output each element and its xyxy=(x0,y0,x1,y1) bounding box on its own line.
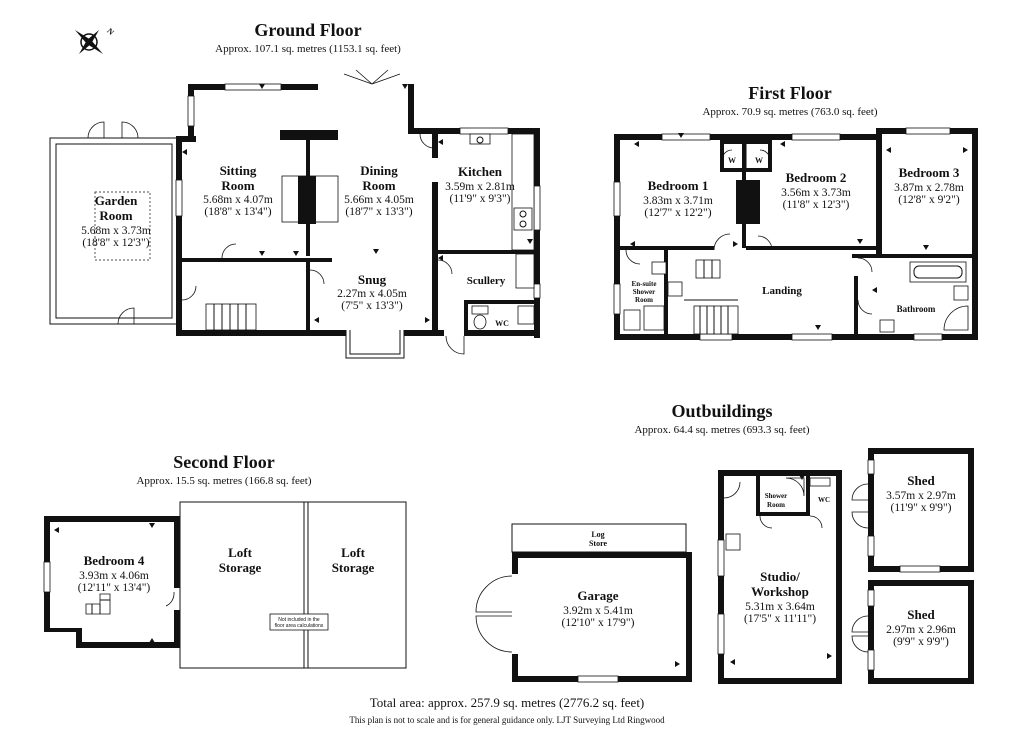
svg-text:(7'5" x 13'3"): (7'5" x 13'3") xyxy=(341,300,403,312)
room-bedroom-2: Bedroom 2 3.56m x 3.73m (11'8" x 12'3") xyxy=(781,170,851,211)
svg-text:Room: Room xyxy=(635,296,653,304)
ground-floor-area: Approx. 107.1 sq. metres (1153.1 sq. fee… xyxy=(215,43,401,55)
room-snug: Snug 2.27m x 4.05m (7'5" x 13'3") xyxy=(337,272,407,312)
svg-text:Sitting: Sitting xyxy=(220,163,257,178)
outbuildings-plan xyxy=(475,448,974,684)
svg-text:En-suite: En-suite xyxy=(632,280,657,288)
second-floor-plan xyxy=(43,501,407,669)
room-studio-wc: WC xyxy=(818,496,830,504)
svg-text:(9'9" x 9'9"): (9'9" x 9'9") xyxy=(893,636,949,648)
svg-text:(11'9" x 9'3"): (11'9" x 9'3") xyxy=(449,193,510,205)
svg-text:Not included in the: Not included in the xyxy=(278,617,320,623)
svg-text:(11'8" x 12'3"): (11'8" x 12'3") xyxy=(783,199,850,211)
svg-text:3.57m x 2.97m: 3.57m x 2.97m xyxy=(886,490,956,502)
svg-text:Shed: Shed xyxy=(907,607,935,622)
svg-text:Snug: Snug xyxy=(358,272,387,287)
svg-text:Shower: Shower xyxy=(633,288,656,296)
disclaimer: This plan is not to scale and is for gen… xyxy=(349,715,665,725)
svg-text:5.68m x 4.07m: 5.68m x 4.07m xyxy=(203,194,273,206)
room-shed-2: Shed 2.97m x 2.96m (9'9" x 9'9") xyxy=(886,607,956,648)
svg-text:Bedroom 2: Bedroom 2 xyxy=(786,170,847,185)
svg-text:Garage: Garage xyxy=(577,588,618,603)
svg-text:Room: Room xyxy=(362,178,395,193)
second-floor-title: Second Floor xyxy=(173,452,275,472)
svg-text:Bedroom 4: Bedroom 4 xyxy=(84,553,145,568)
room-log-store: Log Store xyxy=(589,530,608,548)
svg-text:(12'10" x 17'9"): (12'10" x 17'9") xyxy=(562,617,635,629)
room-studio-shower: Shower Room xyxy=(765,492,788,509)
area-exclusion-note: Not included in the floor area calculati… xyxy=(275,617,324,629)
svg-text:Shower: Shower xyxy=(765,492,788,500)
svg-text:Garden: Garden xyxy=(95,193,138,208)
room-garden-room: Garden Room 5.68m x 3.73m (18'8" x 12'3"… xyxy=(81,193,151,249)
svg-text:(18'8" x 12'3"): (18'8" x 12'3") xyxy=(82,237,149,249)
svg-text:(12'7" x 12'2"): (12'7" x 12'2") xyxy=(644,207,711,219)
svg-text:Loft: Loft xyxy=(341,545,366,560)
first-floor-title: First Floor xyxy=(748,83,831,103)
ground-floor-plan xyxy=(49,69,541,359)
room-kitchen: Kitchen 3.59m x 2.81m (11'9" x 9'3") xyxy=(445,164,515,205)
svg-text:Store: Store xyxy=(589,539,608,548)
svg-text:5.31m x 3.64m: 5.31m x 3.64m xyxy=(745,601,815,613)
svg-text:(12'11" x 13'4"): (12'11" x 13'4") xyxy=(78,582,151,594)
room-en-suite: En-suite Shower Room xyxy=(632,280,657,304)
svg-text:3.92m x 5.41m: 3.92m x 5.41m xyxy=(563,605,633,617)
svg-text:Kitchen: Kitchen xyxy=(458,164,503,179)
room-sitting-room: Sitting Room 5.68m x 4.07m (18'8" x 13'4… xyxy=(203,163,273,218)
svg-text:2.97m x 2.96m: 2.97m x 2.96m xyxy=(886,624,956,636)
room-shed-1: Shed 3.57m x 2.97m (11'9" x 9'9") xyxy=(886,473,956,514)
room-scullery: Scullery xyxy=(467,275,506,287)
svg-text:(18'8" x 13'4"): (18'8" x 13'4") xyxy=(204,206,271,218)
room-loft-storage-2: Loft Storage xyxy=(332,545,375,575)
second-floor-area: Approx. 15.5 sq. metres (166.8 sq. feet) xyxy=(136,475,311,487)
svg-text:Shed: Shed xyxy=(907,473,935,488)
svg-text:Dining: Dining xyxy=(360,163,398,178)
total-area: Total area: approx. 257.9 sq. metres (27… xyxy=(370,695,645,710)
svg-text:3.83m x 3.71m: 3.83m x 3.71m xyxy=(643,195,713,207)
room-landing: Landing xyxy=(762,285,802,297)
compass-icon: N xyxy=(75,26,116,54)
svg-text:Room: Room xyxy=(221,178,254,193)
svg-text:Loft: Loft xyxy=(228,545,253,560)
svg-text:Log: Log xyxy=(591,530,604,539)
svg-text:2.27m x 4.05m: 2.27m x 4.05m xyxy=(337,288,407,300)
svg-text:5.66m x 4.05m: 5.66m x 4.05m xyxy=(344,194,414,206)
svg-text:(18'7" x 13'3"): (18'7" x 13'3") xyxy=(345,206,412,218)
room-ground-wc: WC xyxy=(495,319,509,328)
svg-text:Storage: Storage xyxy=(332,560,375,575)
room-garage: Garage 3.92m x 5.41m (12'10" x 17'9") xyxy=(562,588,635,629)
svg-text:(11'9" x 9'9"): (11'9" x 9'9") xyxy=(890,502,951,514)
first-floor-plan xyxy=(613,127,978,341)
svg-text:3.59m x 2.81m: 3.59m x 2.81m xyxy=(445,181,515,193)
room-loft-storage-1: Loft Storage xyxy=(219,545,262,575)
svg-text:(17'5" x 11'11"): (17'5" x 11'11") xyxy=(744,613,816,625)
ground-floor-title: Ground Floor xyxy=(254,20,361,40)
svg-text:Bedroom 3: Bedroom 3 xyxy=(899,165,960,180)
svg-text:3.93m x 4.06m: 3.93m x 4.06m xyxy=(79,570,149,582)
svg-text:5.68m x 3.73m: 5.68m x 3.73m xyxy=(81,225,151,237)
outbuildings-area: Approx. 64.4 sq. metres (693.3 sq. feet) xyxy=(634,424,809,436)
outbuildings-title: Outbuildings xyxy=(671,401,772,421)
room-bedroom-1: Bedroom 1 3.83m x 3.71m (12'7" x 12'2") xyxy=(643,178,713,219)
svg-text:Workshop: Workshop xyxy=(751,584,809,599)
wardrobe-1: W xyxy=(728,156,736,165)
svg-text:floor area calculations: floor area calculations xyxy=(275,623,324,629)
room-bathroom: Bathroom xyxy=(897,304,936,314)
room-bedroom-3: Bedroom 3 3.87m x 2.78m (12'8" x 9'2") xyxy=(894,165,964,206)
wardrobe-2: W xyxy=(755,156,763,165)
svg-text:Storage: Storage xyxy=(219,560,262,575)
room-studio-workshop: Studio/ Workshop 5.31m x 3.64m (17'5" x … xyxy=(744,569,816,625)
svg-text:Room: Room xyxy=(767,501,785,509)
room-bedroom-4: Bedroom 4 3.93m x 4.06m (12'11" x 13'4") xyxy=(78,553,151,594)
svg-text:3.87m x 2.78m: 3.87m x 2.78m xyxy=(894,182,964,194)
compass-north-label: N xyxy=(105,26,116,37)
first-floor-area: Approx. 70.9 sq. metres (763.0 sq. feet) xyxy=(702,106,877,118)
svg-text:Room: Room xyxy=(99,208,132,223)
svg-text:3.56m x 3.73m: 3.56m x 3.73m xyxy=(781,187,851,199)
room-dining-room: Dining Room 5.66m x 4.05m (18'7" x 13'3"… xyxy=(344,163,414,218)
svg-text:Bedroom 1: Bedroom 1 xyxy=(648,178,709,193)
svg-text:(12'8" x 9'2"): (12'8" x 9'2") xyxy=(898,194,960,206)
svg-text:Studio/: Studio/ xyxy=(760,569,800,584)
